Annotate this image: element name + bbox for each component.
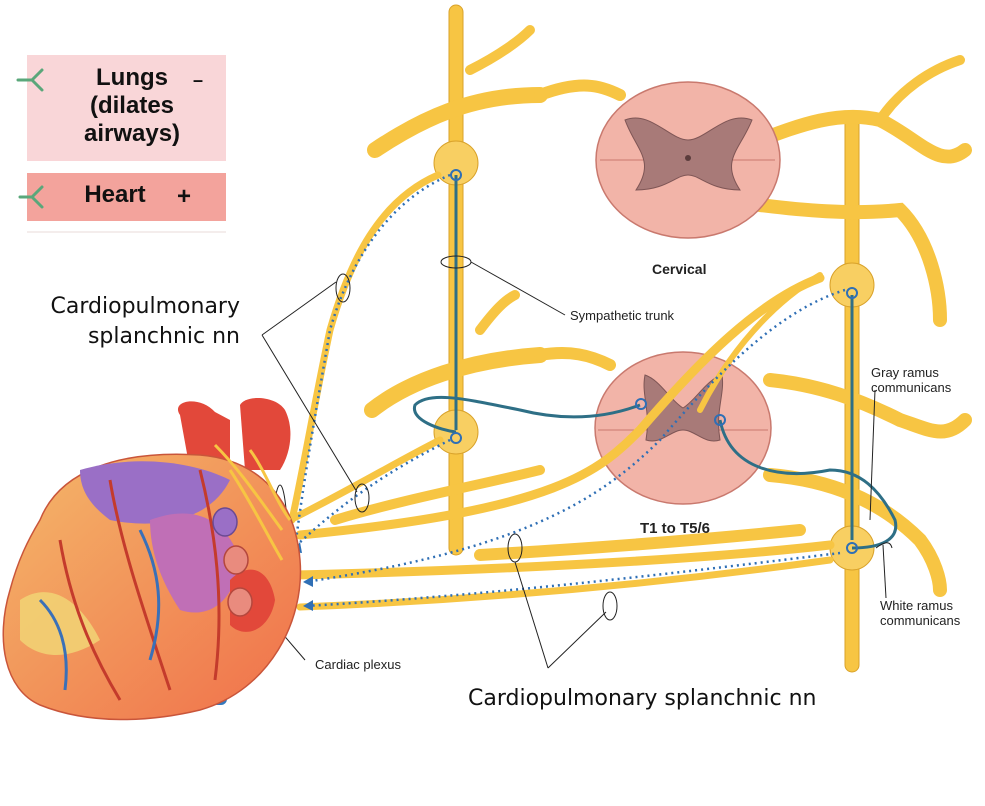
label-thoracic-range: T1 to T5/6 — [640, 520, 711, 537]
legend-lungs-box — [27, 55, 226, 161]
legend-heart-sign: + — [176, 183, 191, 210]
label-cardiopulmonary-left: Cardiopulmonary splanchnic nn — [50, 294, 240, 349]
label-white-ramus: White ramus communicans — [880, 598, 961, 628]
legend-heart-label: Heart — [84, 181, 146, 208]
label-cardiopulmonary-bottom: Cardiopulmonary splanchnic nn — [468, 686, 817, 711]
receptor-icon-heart — [18, 185, 44, 209]
splanchnic-nerve-bands — [286, 171, 835, 611]
label-sympathetic-trunk: Sympathetic trunk — [570, 308, 675, 323]
legend-heart-box — [27, 173, 226, 221]
legend-lungs-label: Lungs (dilates airways) — [83, 64, 181, 147]
spinal-nerves-cervical — [367, 25, 972, 327]
spinal-cord-cervical — [595, 81, 781, 239]
spinal-nerves-thoracic — [364, 290, 972, 597]
heart-illustration — [2, 398, 302, 721]
receptor-icon-lungs — [16, 68, 44, 92]
label-gray-ramus: Gray ramus communicans — [871, 365, 952, 395]
postganglionic-fibers — [293, 173, 846, 608]
spinal-cord-thoracic — [594, 351, 772, 505]
preganglionic-neuron-somas — [450, 169, 858, 554]
label-cardiac-plexus: Cardiac plexus — [315, 657, 401, 672]
legend-lungs-sign: – — [192, 70, 203, 90]
preganglionic-fibers — [413, 175, 898, 550]
label-cervical: Cervical — [652, 261, 707, 277]
